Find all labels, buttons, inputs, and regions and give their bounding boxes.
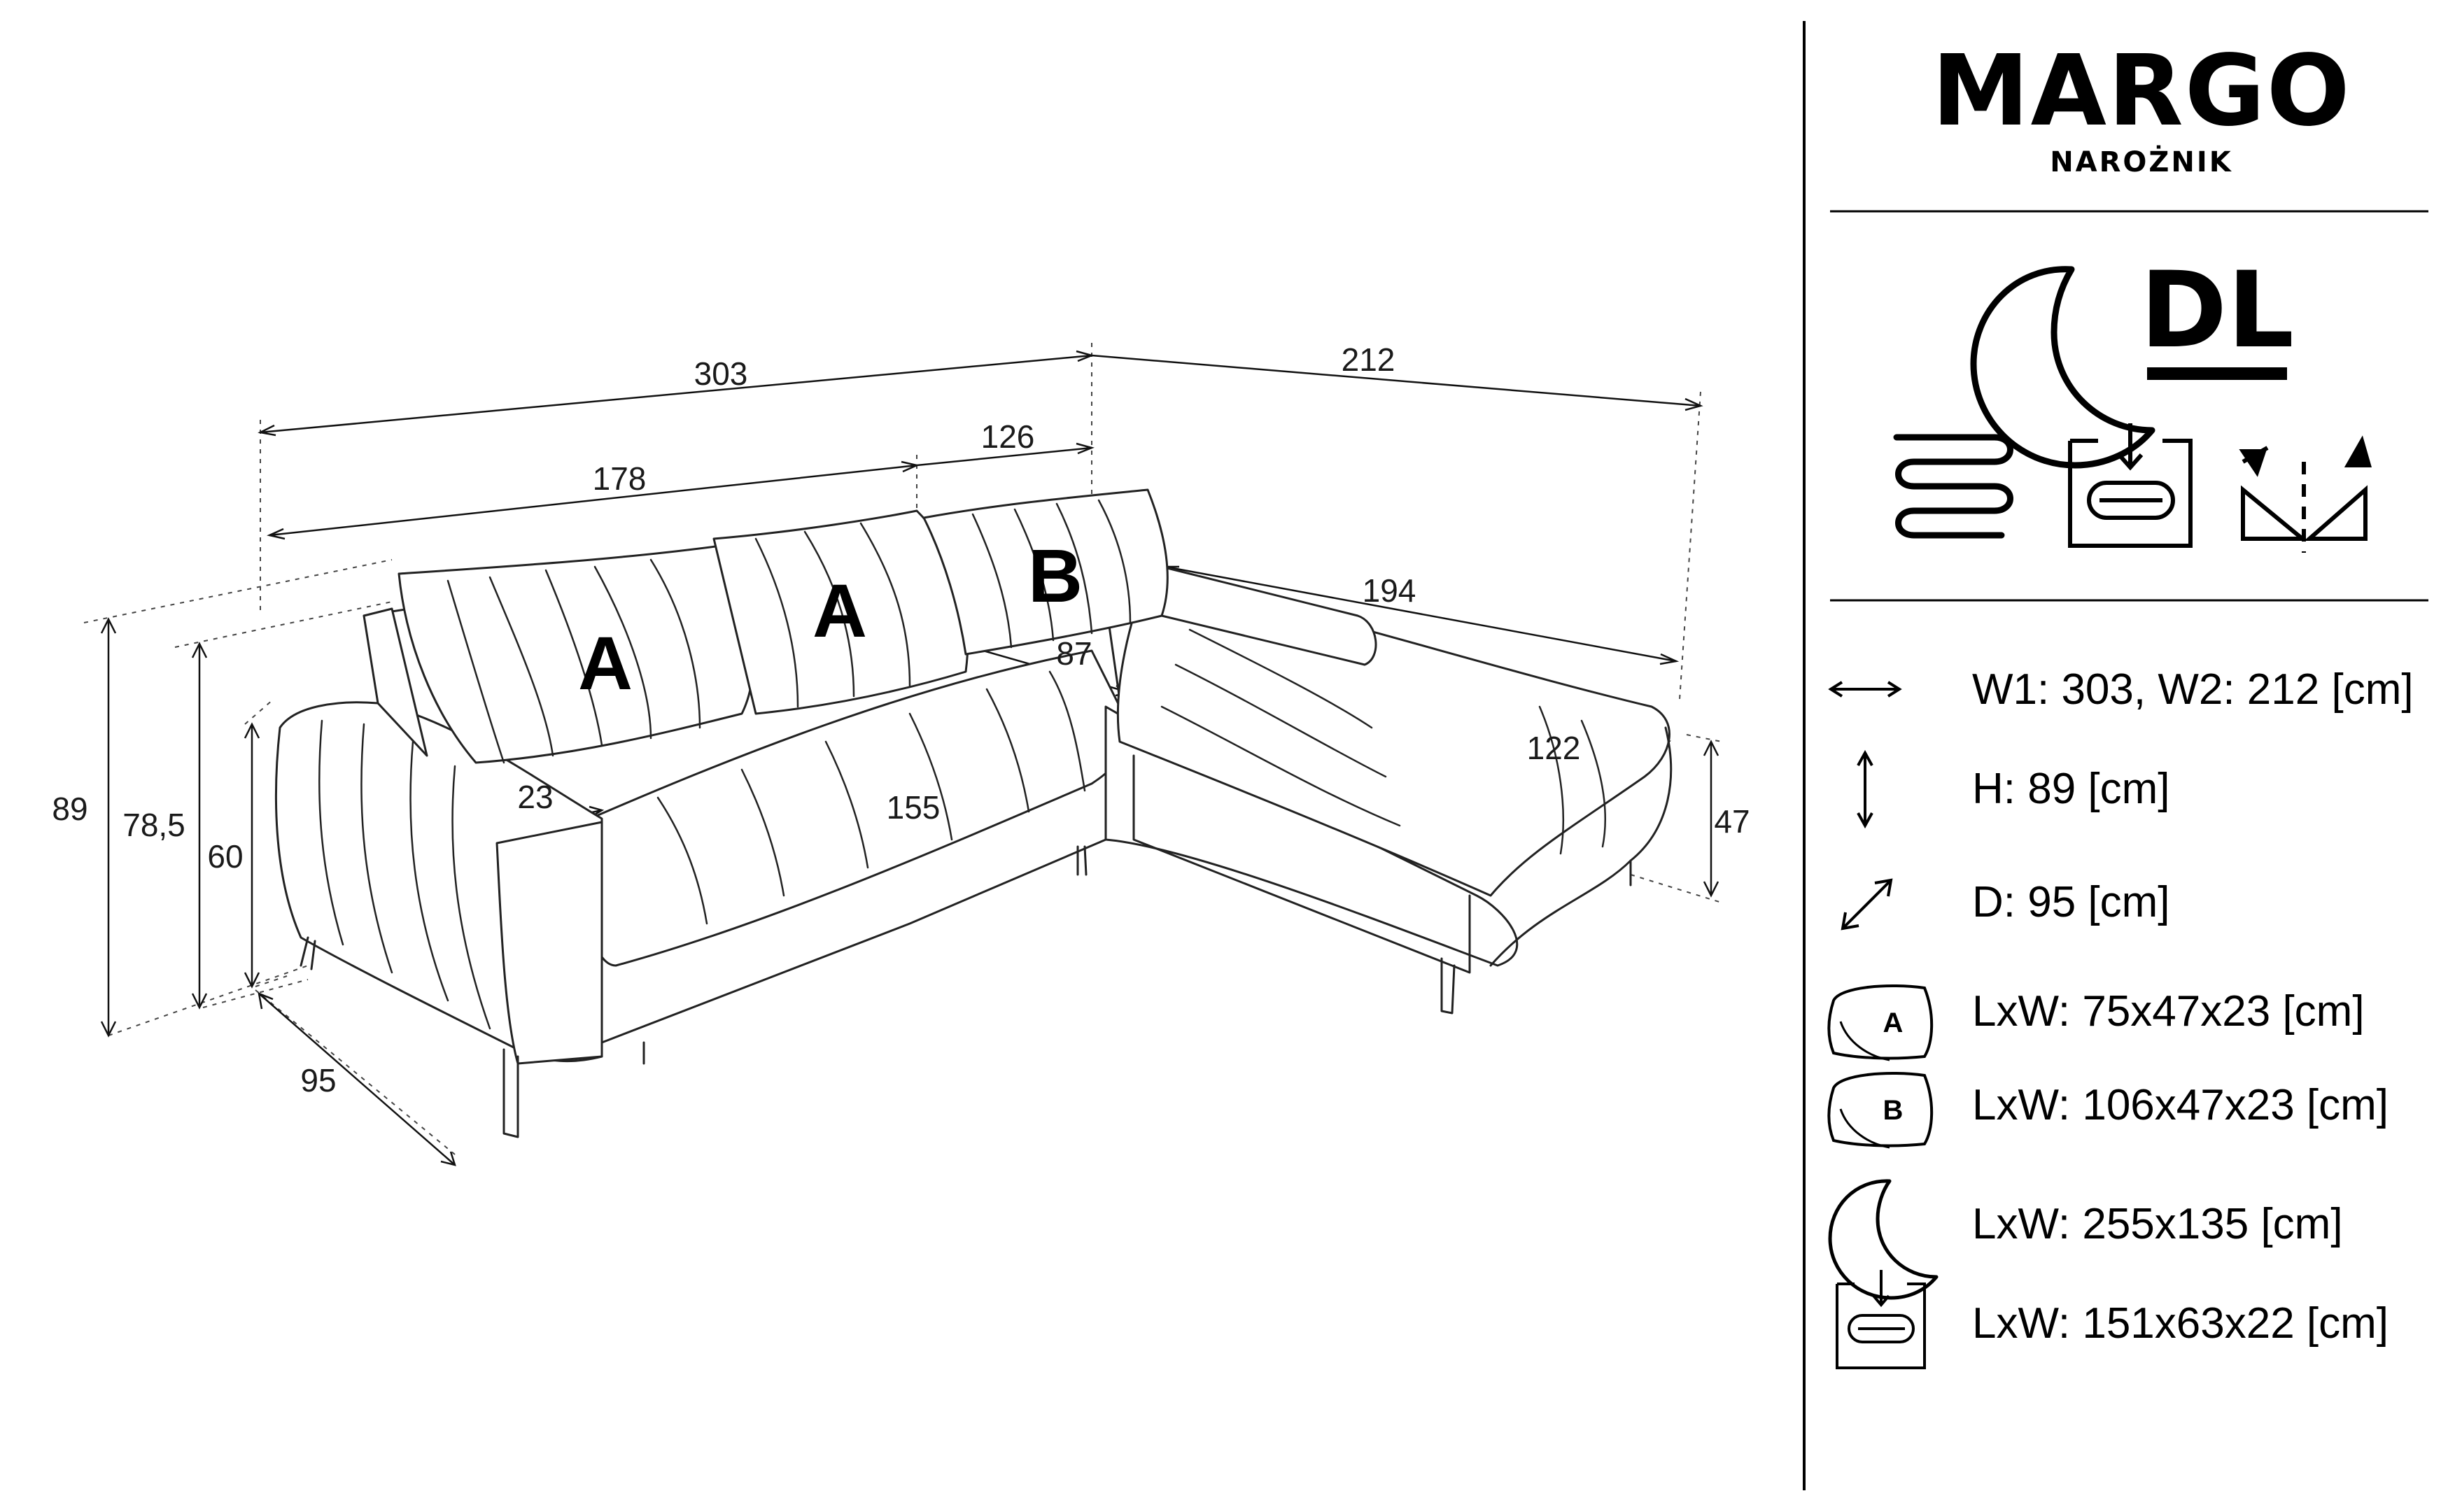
dim-seat-depth: 87 bbox=[1056, 635, 1092, 672]
dim-depth: 95 bbox=[300, 1062, 336, 1098]
spring-coil-icon bbox=[1893, 434, 2013, 539]
width-arrow-icon bbox=[1828, 681, 1902, 698]
dim-chaise-length: 194 bbox=[1363, 572, 1416, 609]
cushion-b-icon: B bbox=[1827, 1072, 1934, 1149]
cushion-a-chip-label: A bbox=[1883, 1008, 1904, 1038]
bedding-storage-icon bbox=[2068, 423, 2193, 548]
spec-width: W1: 303, W2: 212 [cm] bbox=[1972, 665, 2414, 714]
dim-seat-width: 155 bbox=[887, 789, 941, 826]
dim-height-arm: 60 bbox=[207, 838, 243, 875]
dim-middle-section: 126 bbox=[981, 418, 1035, 455]
sofa-outline bbox=[274, 488, 1673, 1138]
cushion-labels: A A B bbox=[578, 533, 1083, 705]
spec-height: H: 89 [cm] bbox=[1972, 765, 2170, 813]
dim-armrest-width: 23 bbox=[517, 779, 553, 815]
product-subtitle: NAROŻNIK bbox=[2050, 145, 2233, 178]
cushion-label-a1: A bbox=[578, 621, 633, 705]
height-arrow-icon bbox=[1857, 749, 1873, 829]
dimension-guides bbox=[83, 343, 1722, 1155]
product-title: MARGO bbox=[1932, 34, 2351, 148]
spec-list: W1: 303, W2: 212 [cm] H: 89 [cm] D: 95 [… bbox=[1972, 665, 2414, 1348]
dimension-labels: 303 212 178 126 194 87 122 155 23 89 78,… bbox=[52, 341, 1750, 1098]
depth-arrow-icon bbox=[1841, 878, 1893, 931]
cushion-channel-lines bbox=[318, 499, 1606, 1030]
spec-cushion-b: LxW: 106x47x23 [cm] bbox=[1972, 1081, 2389, 1129]
dim-chaise-width: 122 bbox=[1527, 730, 1581, 766]
variant-code: DL bbox=[2140, 250, 2294, 372]
spec-sleeping-area: LxW: 255x135 [cm] bbox=[1972, 1200, 2343, 1248]
spec-storage: LxW: 151x63x22 [cm] bbox=[1972, 1299, 2389, 1348]
sofa-drawing: 303 212 178 126 194 87 122 155 23 89 78,… bbox=[52, 341, 1750, 1166]
cushion-a-icon: A bbox=[1827, 984, 1934, 1061]
dim-height-seat: 47 bbox=[1714, 803, 1750, 840]
spec-cushion-a: LxW: 75x47x23 [cm] bbox=[1972, 987, 2365, 1036]
dim-w2-total: 212 bbox=[1342, 341, 1395, 378]
dim-left-section: 178 bbox=[593, 460, 647, 497]
sleeping-area-icon bbox=[1828, 1179, 1939, 1300]
dim-height-total: 89 bbox=[52, 791, 87, 827]
cushion-b-chip-label: B bbox=[1883, 1095, 1904, 1126]
variant-code-underline bbox=[2147, 367, 2287, 380]
spec-depth: D: 95 [cm] bbox=[1972, 878, 2170, 926]
dim-height-back: 78,5 bbox=[122, 807, 185, 843]
storage-container-icon bbox=[1836, 1270, 1926, 1369]
cushion-label-b: B bbox=[1028, 533, 1083, 618]
dim-w1-total: 303 bbox=[694, 355, 748, 392]
info-panel: MARGO NAROŻNIK DL bbox=[1803, 21, 2428, 1490]
crescent-moon-icon bbox=[1970, 266, 2155, 469]
corner-side-change-icon bbox=[2239, 435, 2372, 553]
cushion-label-a2: A bbox=[813, 568, 867, 653]
